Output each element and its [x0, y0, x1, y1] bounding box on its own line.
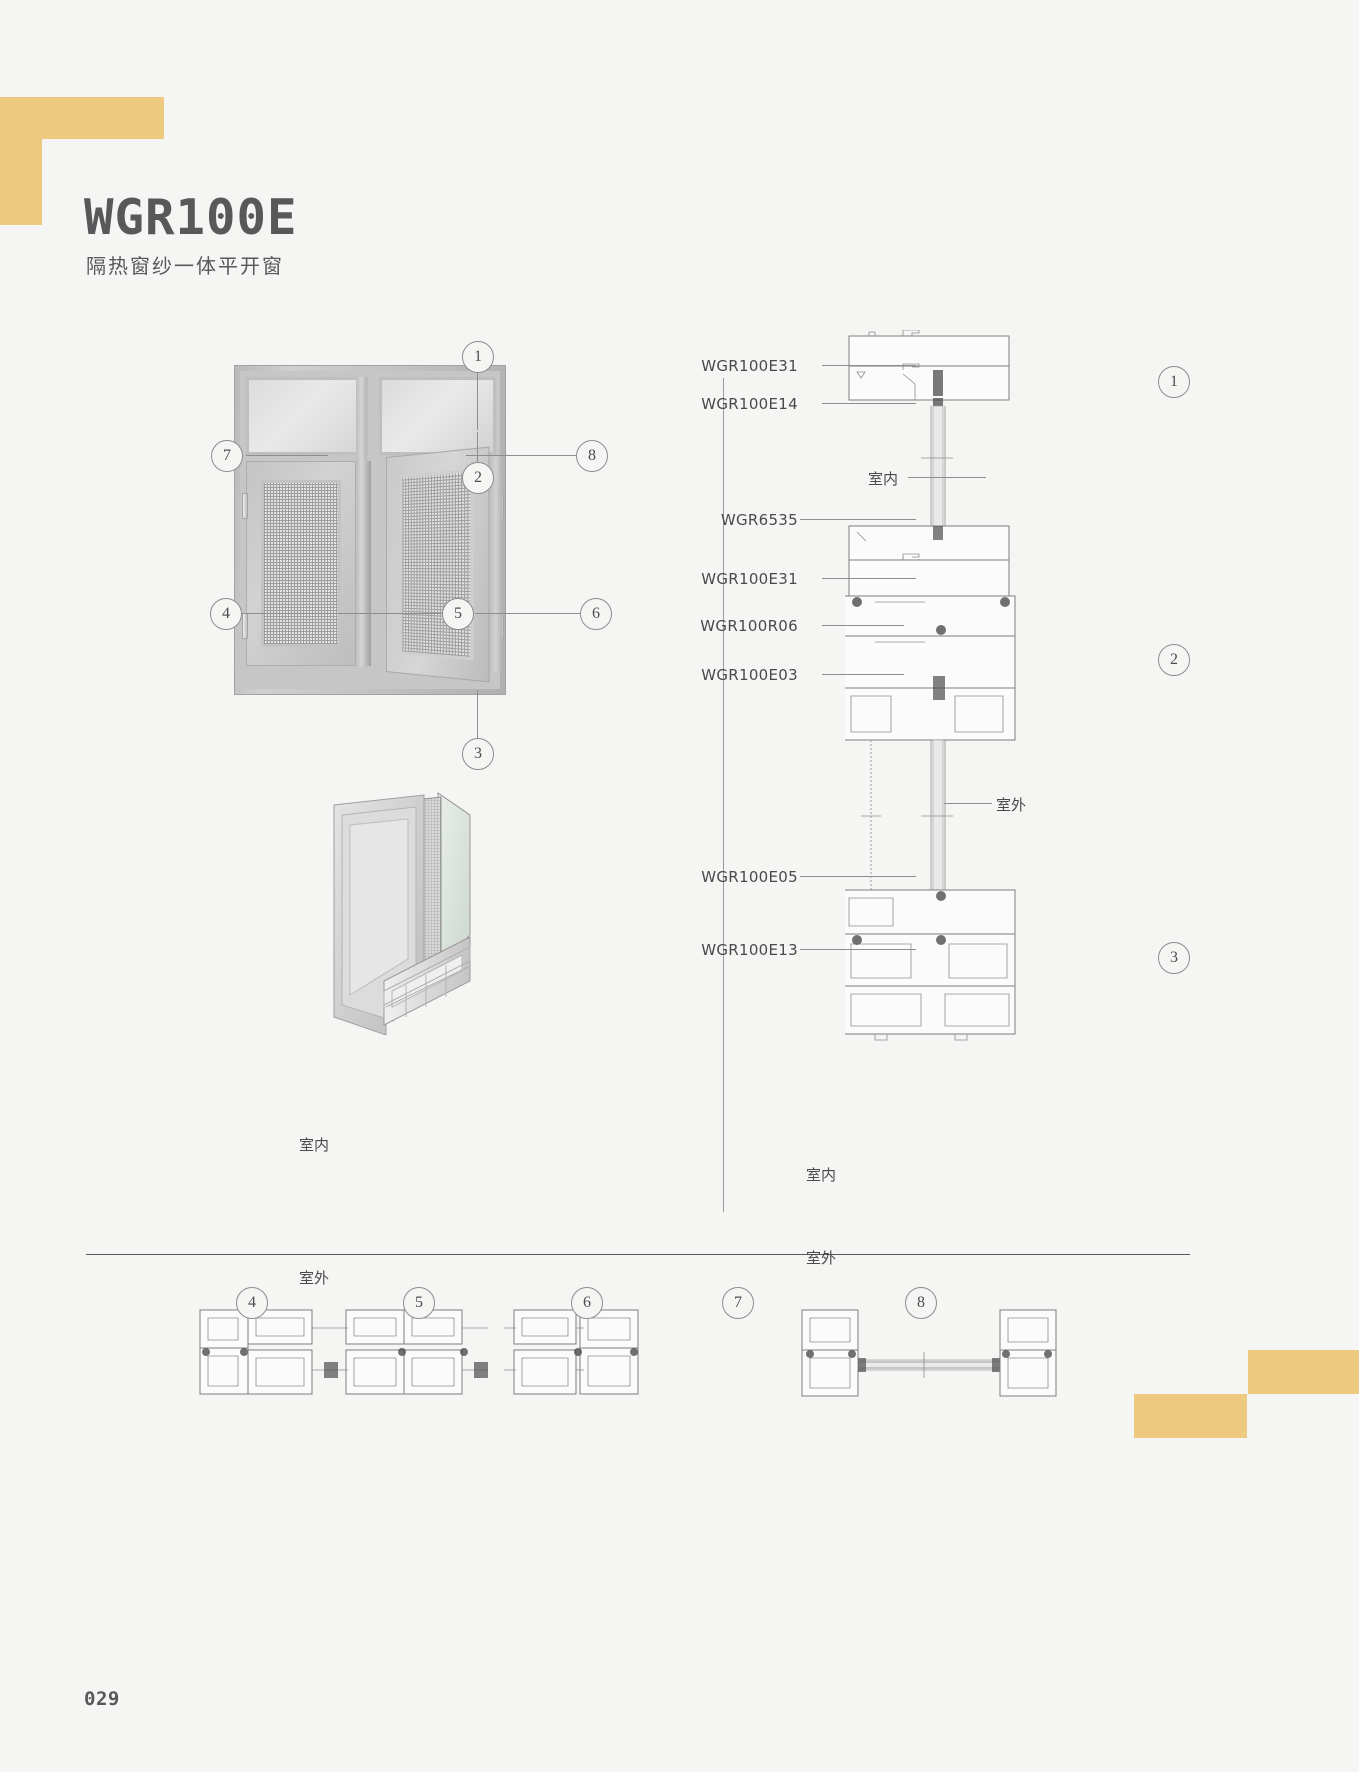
leader-callout-4	[240, 613, 360, 614]
part-label-wgr100r06: WGR100R06	[700, 617, 798, 635]
insect-screen-mesh	[261, 480, 341, 647]
leader-part-4	[822, 578, 916, 579]
horizontal-section-group-right	[800, 1300, 1060, 1440]
elevation-callout-3: 3	[462, 738, 494, 770]
leader-part-3	[800, 519, 916, 520]
page-subtitle: 隔热窗纱一体平开窗	[86, 254, 284, 278]
leader-part-8	[800, 949, 916, 950]
leader-callout-5	[360, 613, 442, 614]
section-callout-1: 1	[1158, 366, 1190, 398]
decor-block-bottom-right-upper	[1134, 1394, 1247, 1438]
decor-block-top-left-horizontal	[31, 97, 164, 139]
leader-callout-1	[477, 372, 478, 430]
open-sash-screen-mesh	[399, 468, 474, 661]
bottom-callout-6: 6	[571, 1287, 603, 1319]
part-label-wgr6535: WGR6535	[720, 511, 798, 529]
part-label-wgr100e13: WGR100E13	[701, 941, 798, 959]
corner-assembly-photo	[320, 785, 510, 1035]
leader-part-5	[822, 625, 904, 626]
elevation-callout-4: 4	[210, 598, 242, 630]
bottom-orientation-indoor-right: 室内	[806, 1166, 837, 1184]
transom-pane-left	[246, 377, 368, 455]
page-number: 029	[84, 1688, 120, 1710]
leader-part-2	[822, 403, 916, 404]
part-label-wgr100e05: WGR100E05	[701, 868, 798, 886]
elevation-callout-6: 6	[580, 598, 612, 630]
hinge-stack	[362, 461, 371, 666]
fixed-screen-sash	[246, 461, 356, 666]
transom-pane-right	[379, 377, 496, 455]
leader-part-7	[800, 876, 916, 877]
vertical-section-drawing	[845, 330, 1115, 1050]
bottom-orientation-outdoor-right: 室外	[806, 1249, 837, 1267]
horizontal-divider	[86, 1254, 1190, 1255]
bottom-callout-7: 7	[722, 1287, 754, 1319]
leader-callout-6	[475, 613, 580, 614]
leader-indoor-top	[908, 477, 986, 478]
center-mullion	[356, 377, 367, 667]
bottom-callout-5: 5	[403, 1287, 435, 1319]
page-title: WGR100E	[84, 189, 298, 246]
leader-callout-3	[477, 690, 478, 738]
window-elevation-photo	[234, 365, 506, 695]
elevation-callout-1: 1	[462, 341, 494, 373]
part-label-wgr100e14: WGR100E14	[701, 395, 798, 413]
elevation-callout-5: 5	[442, 598, 474, 630]
elevation-callout-7: 7	[211, 440, 243, 472]
leader-outdoor	[944, 803, 992, 804]
leader-callout-7	[246, 455, 328, 456]
orientation-label-outdoor: 室外	[996, 796, 1027, 814]
decor-block-top-left-vertical	[0, 97, 42, 225]
bottom-callout-4: 4	[236, 1287, 268, 1319]
leader-part-6	[822, 674, 904, 675]
vertical-divider	[723, 378, 724, 1212]
bottom-orientation-indoor-left: 室内	[299, 1136, 330, 1154]
section-callout-2: 2	[1158, 644, 1190, 676]
bottom-orientation-outdoor-left: 室外	[299, 1269, 330, 1287]
hinge-upper-left	[242, 493, 248, 519]
leader-callout-2	[477, 432, 478, 477]
leader-part-1	[822, 365, 916, 366]
horizontal-section-group-left	[198, 1300, 758, 1440]
part-label-wgr100e31-mullion: WGR100E31	[701, 570, 798, 588]
elevation-callout-2: 2	[462, 462, 494, 494]
orientation-label-indoor-top: 室内	[868, 470, 899, 488]
elevation-callout-8: 8	[576, 440, 608, 472]
hinge-lower-left	[242, 613, 248, 639]
section-callout-3: 3	[1158, 942, 1190, 974]
part-label-wgr100e31-head: WGR100E31	[701, 357, 798, 375]
part-label-wgr100e03: WGR100E03	[701, 666, 798, 684]
right-frame-rail	[490, 457, 502, 672]
leader-callout-8	[466, 455, 576, 456]
decor-block-bottom-right-lower	[1248, 1350, 1359, 1394]
bottom-callout-8: 8	[905, 1287, 937, 1319]
